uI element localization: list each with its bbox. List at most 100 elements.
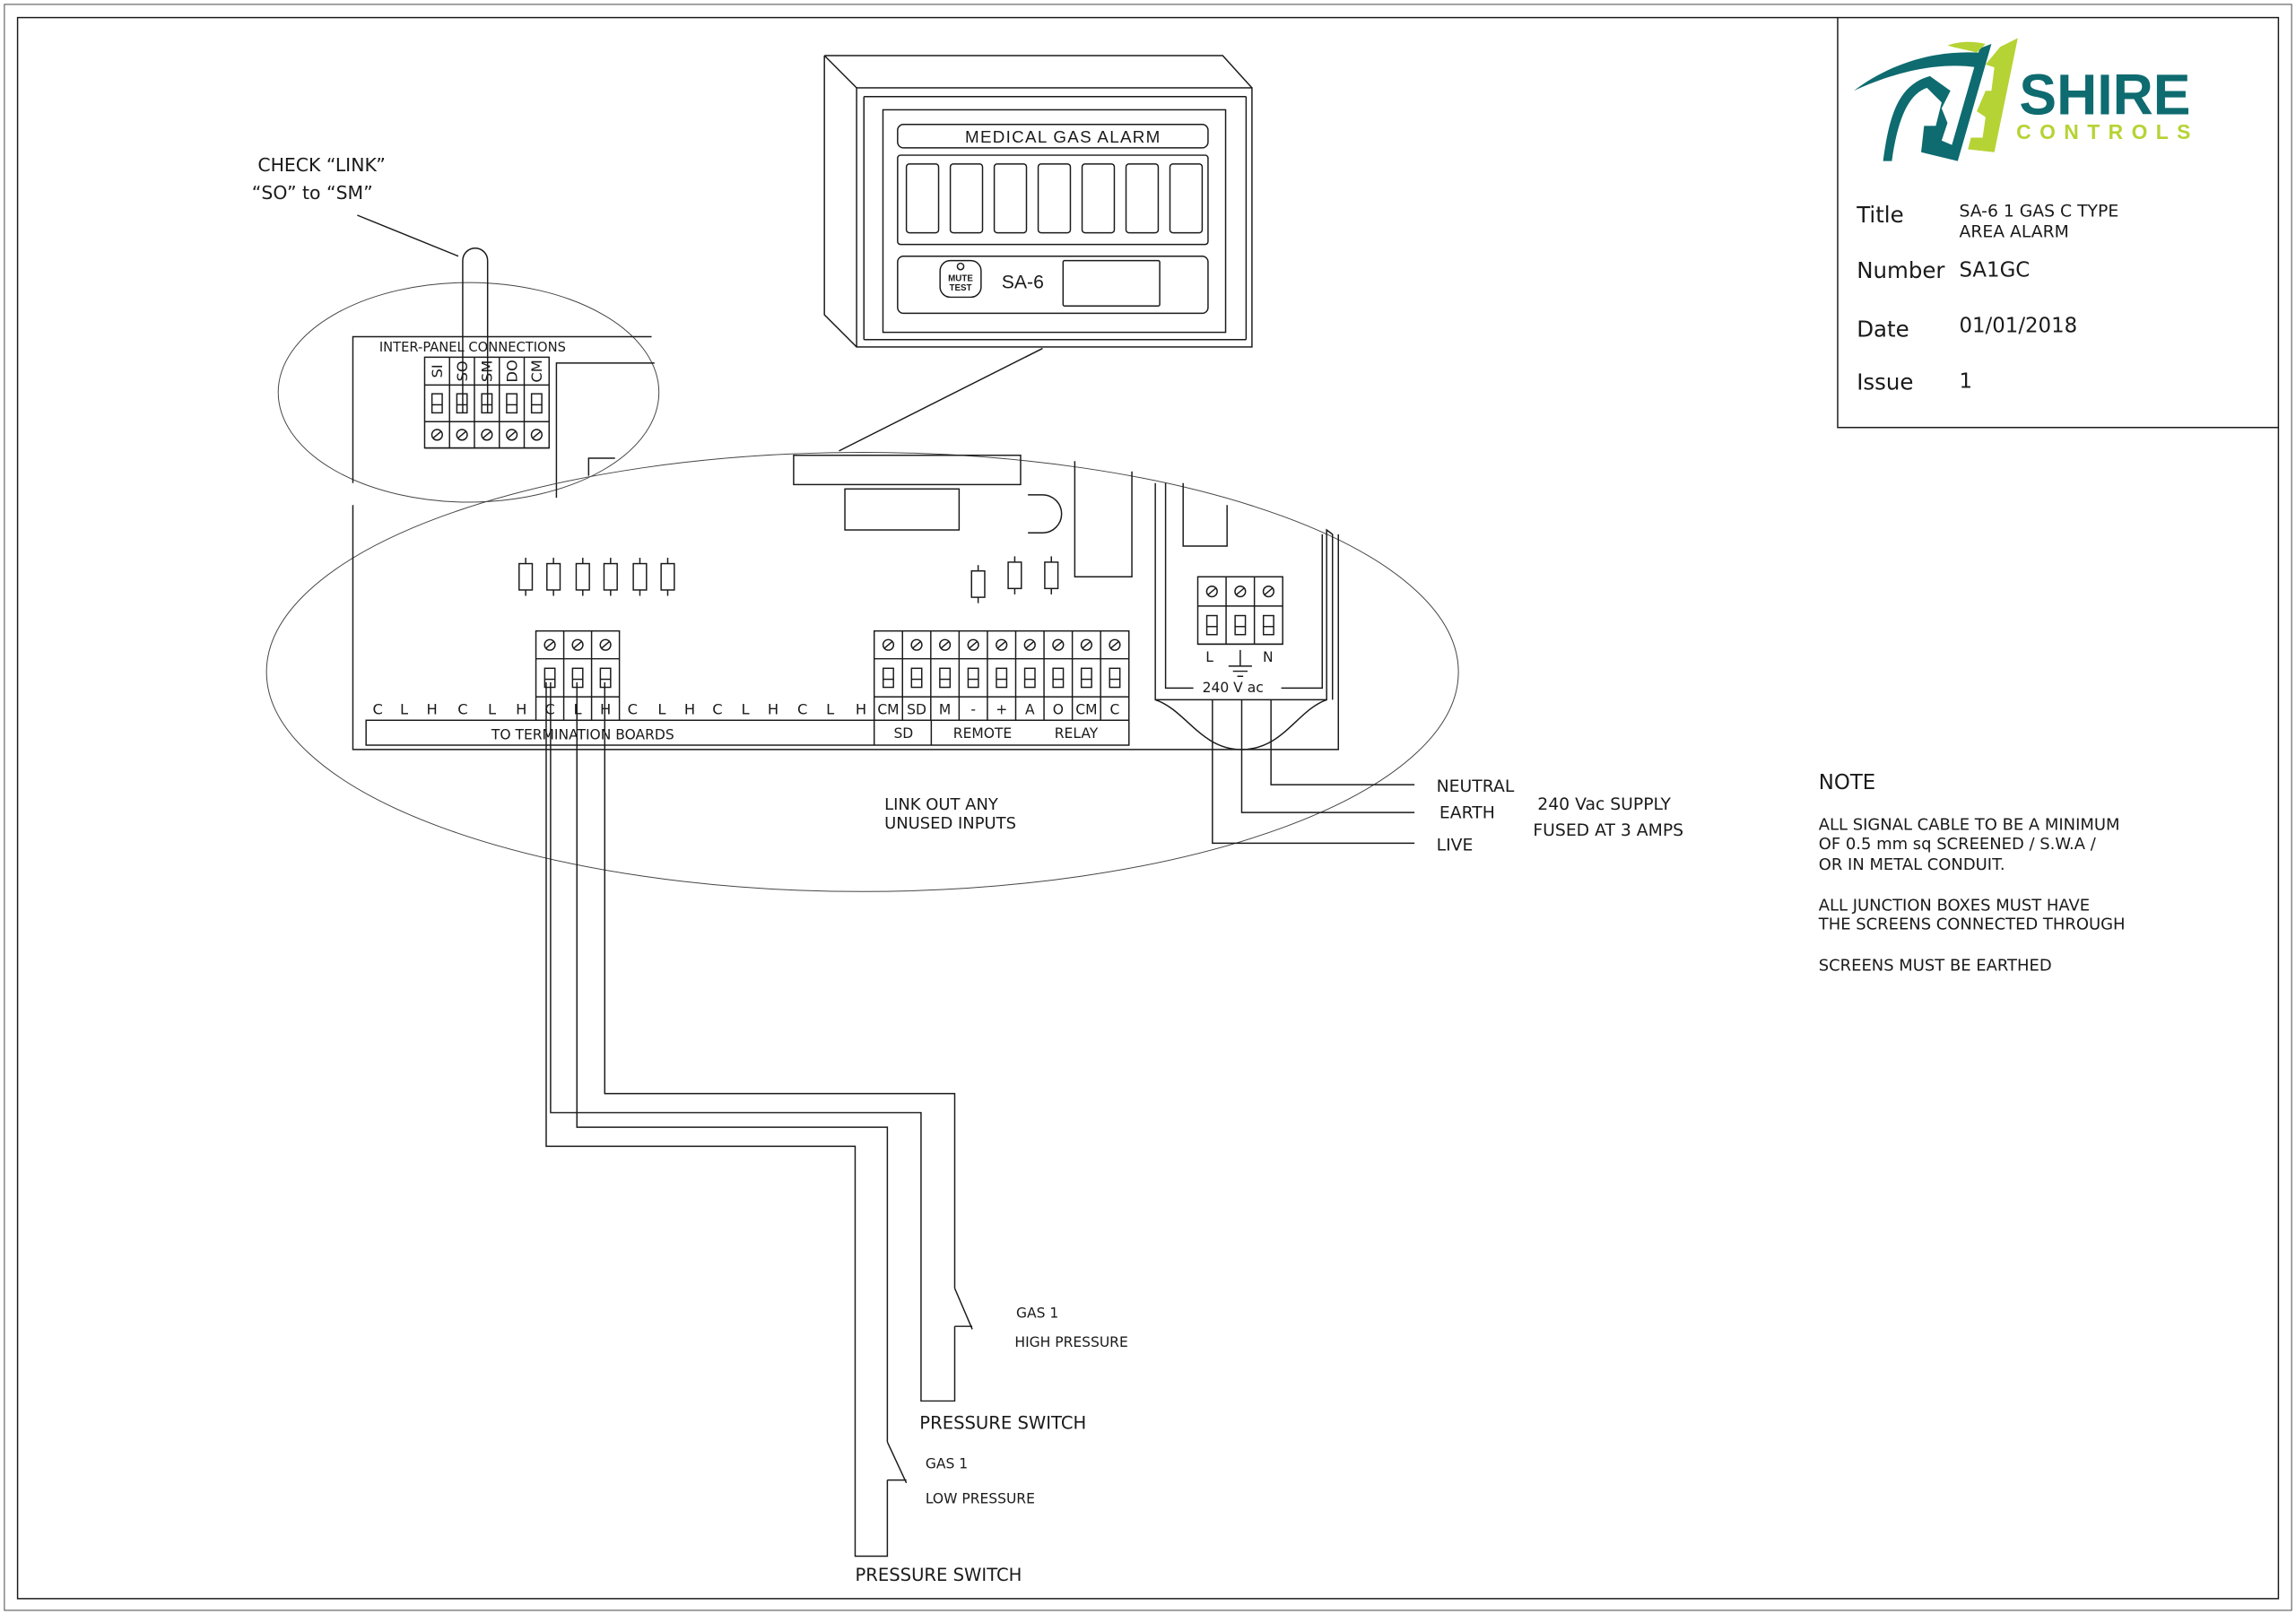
resistor-icon (632, 558, 648, 596)
terminal-screw-icon[interactable] (544, 638, 556, 651)
panel-leader-line (839, 347, 1043, 452)
terminal-screw-icon[interactable] (938, 638, 952, 651)
terminal-clamp-icon (996, 667, 1008, 689)
terminal-clamp-icon (1262, 614, 1274, 636)
indicator-window (1169, 163, 1204, 234)
terminal-label: CM (528, 360, 545, 382)
terminal-label: SD (907, 702, 926, 718)
mute-label: MUTE (948, 273, 973, 283)
terminal-screw-icon[interactable] (430, 429, 443, 441)
resistor-icon (546, 558, 561, 596)
terminal-label: + (996, 702, 1007, 718)
link-note-line2: UNUSED INPUTS (884, 814, 1016, 833)
terminal-clamp-icon (1080, 667, 1092, 689)
model-label: SA-6 (1002, 273, 1044, 293)
terminal-label: C (544, 701, 554, 718)
terminal-clamp-icon (430, 393, 443, 414)
terminal-clamp-icon (1023, 667, 1036, 689)
terminal-screw-icon[interactable] (967, 638, 979, 651)
terminal-label: H (768, 701, 778, 718)
earth-label: EARTH (1439, 804, 1495, 823)
pressure-switch-wiring: GAS 1 HIGH PRESSURE PRESSURE SWITCH GAS … (545, 681, 1128, 1585)
high-pressure-wire-h[interactable] (550, 681, 956, 1402)
resistors (518, 556, 1059, 603)
high-pressure-switch-contact (953, 1288, 973, 1330)
mute-test-button[interactable]: MUTE TEST (939, 259, 982, 299)
terminal-screw-icon[interactable] (1205, 585, 1218, 598)
terminal-label: L (488, 701, 496, 718)
terminal-screw-icon[interactable] (599, 638, 612, 651)
terminal-screw-icon[interactable] (1052, 638, 1065, 651)
terminal-screw-icon[interactable] (882, 638, 895, 651)
link-wire[interactable] (462, 247, 489, 413)
issue-label: Issue (1857, 369, 1913, 395)
terminal-screw-icon[interactable] (1023, 638, 1036, 651)
low-switch-type: LOW PRESSURE (926, 1491, 1035, 1507)
terminal-screw-icon[interactable] (1080, 638, 1092, 651)
neutral-wire[interactable] (1270, 699, 1415, 785)
terminal-screw-icon[interactable] (505, 429, 518, 441)
terminal-screw-icon[interactable] (910, 638, 923, 651)
terminal-clamp-icon (530, 393, 543, 414)
terminal-clamp-icon (883, 667, 894, 689)
terminal-screw-icon[interactable] (1109, 638, 1121, 651)
terminal-label: L (657, 701, 665, 718)
terminal-label: CM (1075, 702, 1097, 718)
terminal-clamp-icon (599, 667, 612, 689)
terminal-screw-icon[interactable] (571, 638, 584, 651)
note-line: SCREENS MUST BE EARTHED (1819, 956, 2052, 975)
check-link-leader (357, 214, 459, 257)
supply-wiring: NEUTRAL EARTH LIVE 240 Vac SUPPLY FUSED … (1212, 699, 1683, 855)
terminal-screw-icon[interactable] (1234, 585, 1247, 598)
logo-teal-head (1883, 43, 1992, 161)
low-switch-label: PRESSURE SWITCH (855, 1565, 1022, 1585)
terminal-screw-icon[interactable] (456, 429, 468, 441)
test-label: TEST (950, 283, 972, 293)
date-value: 01/01/2018 (1959, 315, 2077, 338)
link-note-line1: LINK OUT ANY (884, 795, 998, 814)
note-line: OR IN METAL CONDUIT. (1819, 855, 2005, 874)
title-label: Title (1856, 202, 1903, 228)
terminal-label: L (741, 701, 749, 718)
high-switch-gas: GAS 1 (1016, 1305, 1058, 1321)
terminal-label: H (426, 701, 437, 718)
terminal-clamp-icon (456, 393, 468, 414)
terminal-screw-icon[interactable] (530, 429, 543, 441)
terminal-clamp-icon (544, 667, 556, 689)
low-pressure-wire-l[interactable] (545, 681, 889, 1558)
terminal-label: C (457, 701, 467, 718)
check-link-note-line2: “SO” to “SM” (252, 182, 373, 204)
outer-border (4, 4, 2292, 1611)
date-label: Date (1857, 317, 1909, 343)
terminal-clamp-icon (1052, 667, 1065, 689)
indicator-window (1081, 163, 1116, 234)
terminal-clamp-icon (571, 667, 584, 689)
earth-wire[interactable] (1240, 699, 1415, 813)
number-label: Number (1857, 257, 1945, 283)
terminal-label: H (516, 701, 526, 718)
terminal-screw-icon[interactable] (1262, 585, 1275, 598)
title-value-line2: AREA ALARM (1959, 222, 2068, 241)
strip-relay-label: RELAY (1055, 725, 1099, 742)
terminal-clamp-icon (506, 393, 518, 414)
resistor-icon (660, 558, 675, 596)
terminal-label: L (574, 701, 582, 718)
terminal-label: CM (877, 702, 899, 718)
terminal-label: M (939, 702, 951, 718)
terminal-screw-icon[interactable] (996, 638, 1008, 651)
terminal-label: C (1110, 702, 1120, 718)
resistor-icon (1007, 556, 1022, 594)
neutral-label: NEUTRAL (1437, 777, 1515, 796)
live-wire[interactable] (1212, 699, 1415, 845)
terminal-label: C (628, 701, 638, 718)
indicator-window (905, 163, 940, 234)
note-line: OF 0.5 mm sq SCREENED / S.W.A / (1819, 835, 2097, 854)
strip-termination-label: TO TERMINATION BOARDS (491, 726, 674, 742)
notes: NOTE ALL SIGNAL CABLE TO BE A MINIMUM OF… (1818, 771, 2126, 975)
terminal-clamp-icon (481, 393, 493, 414)
terminal-screw-icon[interactable] (481, 429, 493, 441)
